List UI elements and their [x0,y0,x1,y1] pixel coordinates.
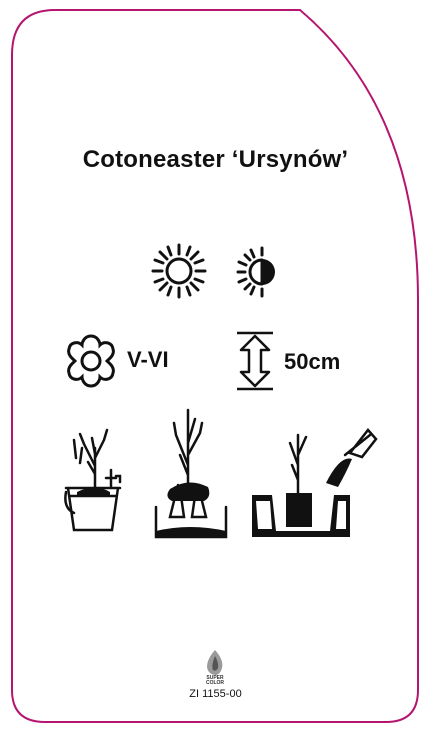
logo-text: SUPER COLOR [196,676,234,686]
flower-icon [67,334,115,388]
container-plant-icon [154,408,228,539]
half-shade-icon [236,246,275,298]
logo-line-2: COLOR [205,680,225,686]
bucket-watering-icon [64,428,122,532]
height-arrow-icon [237,331,273,391]
supercolor-logo [207,650,223,675]
logo-line-1: SUPER [206,675,224,681]
product-code: ZI 1155-00 [189,688,242,700]
plant-name: Cotoneaster ‘Ursynów’ [82,146,349,173]
plant-height: 50cm [284,349,341,374]
flowering-months: V-VI [127,347,169,372]
sun-icon [151,243,207,299]
planting-hole-icon [252,428,378,537]
